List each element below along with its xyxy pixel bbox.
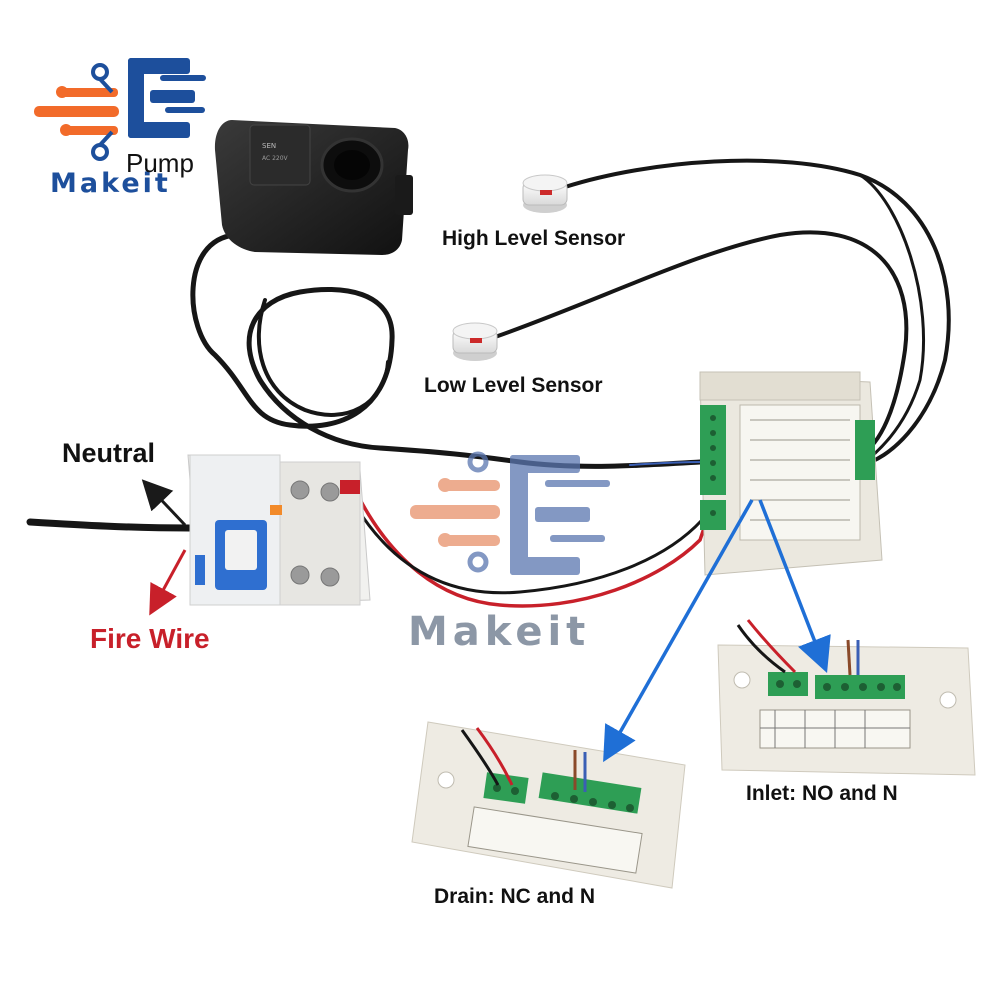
drain-arrow — [603, 499, 754, 763]
watermark-logo — [410, 451, 610, 575]
annotation-arrows — [141, 479, 831, 763]
drain-panel — [411, 721, 686, 889]
low-sensor-cable — [493, 230, 909, 457]
brand-name: Makeit — [50, 168, 171, 199]
pump: SEN AC 220V — [214, 120, 413, 255]
pump-cable — [190, 232, 703, 469]
controller-box — [699, 371, 883, 576]
high-sensor-cable-2 — [853, 173, 925, 472]
high-level-sensor-label: High Level Sensor — [442, 227, 626, 250]
black-wire — [353, 503, 704, 595]
svg-text:SEN: SEN — [262, 142, 276, 150]
low-level-sensor-label: Low Level Sensor — [424, 374, 603, 397]
pump-label: Pump — [126, 148, 194, 178]
mains-cable — [26, 518, 194, 532]
fire-wire-label: Fire Wire — [90, 623, 210, 654]
high-sensor-cable — [563, 158, 951, 467]
drain-label: Drain: NC and N — [434, 885, 596, 908]
circuit-breaker — [187, 454, 371, 606]
fire-wire-arrow — [149, 549, 187, 616]
svg-text:AC 220V: AC 220V — [262, 155, 289, 162]
red-wire — [353, 488, 707, 608]
neutral-arrow — [141, 479, 187, 527]
pump-cable-loop — [256, 298, 390, 417]
inlet-arrow — [758, 499, 831, 674]
brand-logo — [34, 58, 206, 161]
watermark-brand-name: Makeit — [408, 609, 591, 655]
inlet-panel — [717, 619, 976, 776]
low-level-sensor — [452, 322, 498, 361]
neutral-label: Neutral — [62, 438, 156, 468]
inlet-label: Inlet: NO and N — [746, 782, 898, 805]
high-level-sensor — [522, 174, 568, 213]
